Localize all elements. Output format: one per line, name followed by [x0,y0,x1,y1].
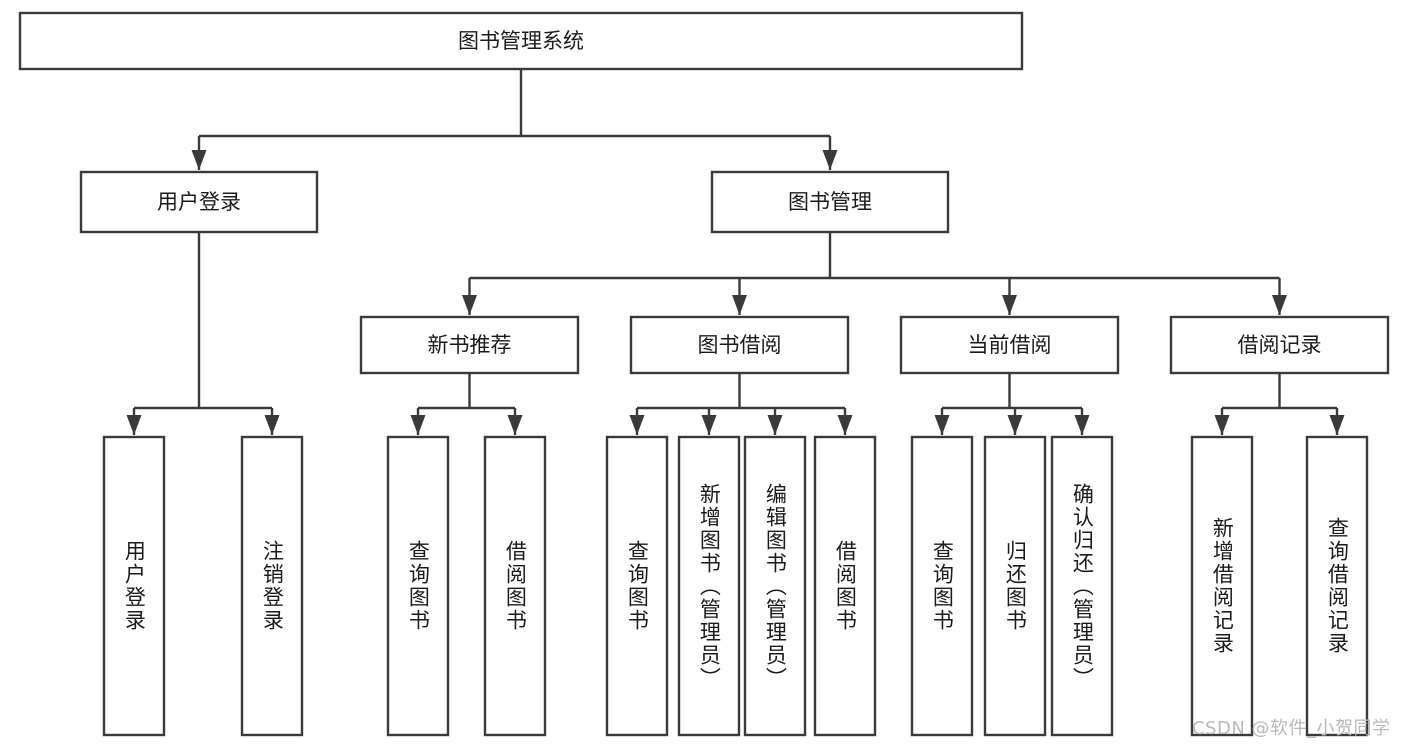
node-leaf-query-book-3[interactable] [910,435,974,737]
node-label-root: 图书管理系统 [458,29,584,53]
arrow-head-icon [732,295,747,315]
node-label-user-login: 用户登录 [157,190,241,214]
node-leaf-user-login[interactable] [102,435,166,737]
arrow-head-icon [1002,295,1017,315]
node-user-login[interactable] [79,170,319,234]
node-leaf-edit-book[interactable] [743,435,807,737]
node-borrow-record[interactable] [1169,315,1390,375]
arrow-head-icon [629,415,645,435]
node-leaf-add-record[interactable] [1190,435,1254,737]
arrow-head-icon [191,150,207,170]
arrow-head-icon [126,415,142,435]
node-leaf-add-book[interactable] [677,435,741,737]
node-book-manage[interactable] [710,170,950,234]
arrow-head-icon [1074,415,1090,435]
arrow-head-icon [701,415,717,435]
node-leaf-query-record[interactable] [1305,435,1369,737]
node-leaf-return-book[interactable] [983,435,1047,737]
node-boxes-layer [18,11,1390,737]
node-current-borrow[interactable] [899,315,1120,375]
arrow-head-icon [264,415,280,435]
arrow-head-icon [822,150,838,170]
node-leaf-user-logout[interactable] [240,435,304,737]
arrow-head-icon [767,415,783,435]
node-root-system[interactable] [18,11,1024,71]
node-label-book-manage: 图书管理 [788,190,872,214]
node-label-book-borrow: 图书借阅 [698,333,782,357]
node-label-borrow-record: 借阅记录 [1238,333,1322,357]
arrow-head-icon [1329,415,1345,435]
node-leaf-borrow-book-1[interactable] [483,435,547,737]
arrow-head-icon [1272,295,1287,315]
arrow-head-icon [462,295,477,315]
node-leaf-borrow-book-2[interactable] [813,435,877,737]
node-label-new-book-rec: 新书推荐 [428,333,512,357]
node-leaf-query-book-1[interactable] [386,435,450,737]
node-leaf-confirm-return[interactable] [1050,435,1114,737]
arrow-head-icon [1214,415,1230,435]
arrow-head-icon [837,415,853,435]
connector-layer [126,69,1345,435]
node-leaf-query-book-2[interactable] [605,435,669,737]
arrow-head-icon [507,415,523,435]
arrow-head-icon [1007,415,1023,435]
node-new-book-rec[interactable] [359,315,580,375]
node-label-current-borrow: 当前借阅 [968,333,1052,357]
csdn-watermark: CSDN @软件_小贺同学 [1192,718,1391,739]
node-book-borrow[interactable] [629,315,850,375]
arrow-head-icon [410,415,426,435]
arrow-head-icon [934,415,950,435]
